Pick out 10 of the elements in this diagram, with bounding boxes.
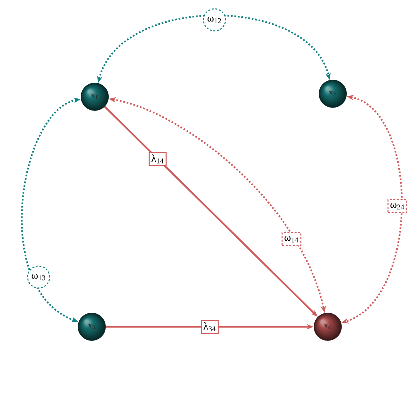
edge-label: ω$_{14}$ xyxy=(282,232,302,246)
edge-label: ω$_{13}$ xyxy=(27,266,50,289)
node-label: x$_{3}$ xyxy=(88,324,96,330)
node-label: x$_{4}$ xyxy=(324,324,332,330)
node-label: x$_{2}$ xyxy=(329,92,336,96)
edge-label: λ$_{14}$ xyxy=(148,152,167,166)
edge-label: ω$_{24}$ xyxy=(388,199,408,214)
node-label: x$_{1}$ xyxy=(91,94,98,100)
edge-label: ω$_{12}$ xyxy=(203,8,226,32)
edge-label: λ$_{34}$ xyxy=(201,320,219,334)
